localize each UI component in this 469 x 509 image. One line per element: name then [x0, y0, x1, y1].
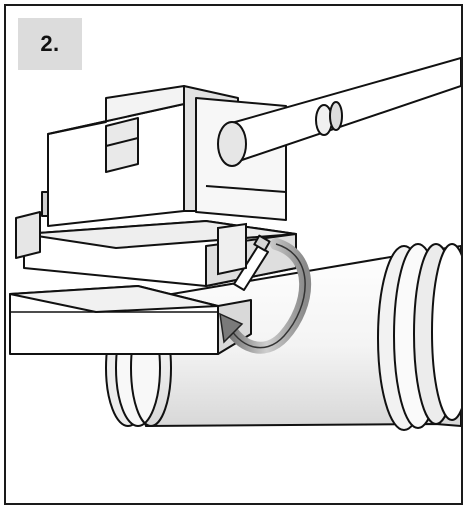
rotation-arrow-icon [219, 238, 312, 354]
step-badge: 2. [18, 18, 82, 70]
step-label: 2. [40, 31, 60, 56]
actuator-illustration [9, 57, 461, 431]
diagram-frame: 2. [4, 4, 463, 505]
lever [233, 234, 271, 291]
duct-pipe [99, 243, 461, 431]
bracket-side-tab [217, 222, 247, 276]
cable [217, 57, 461, 167]
